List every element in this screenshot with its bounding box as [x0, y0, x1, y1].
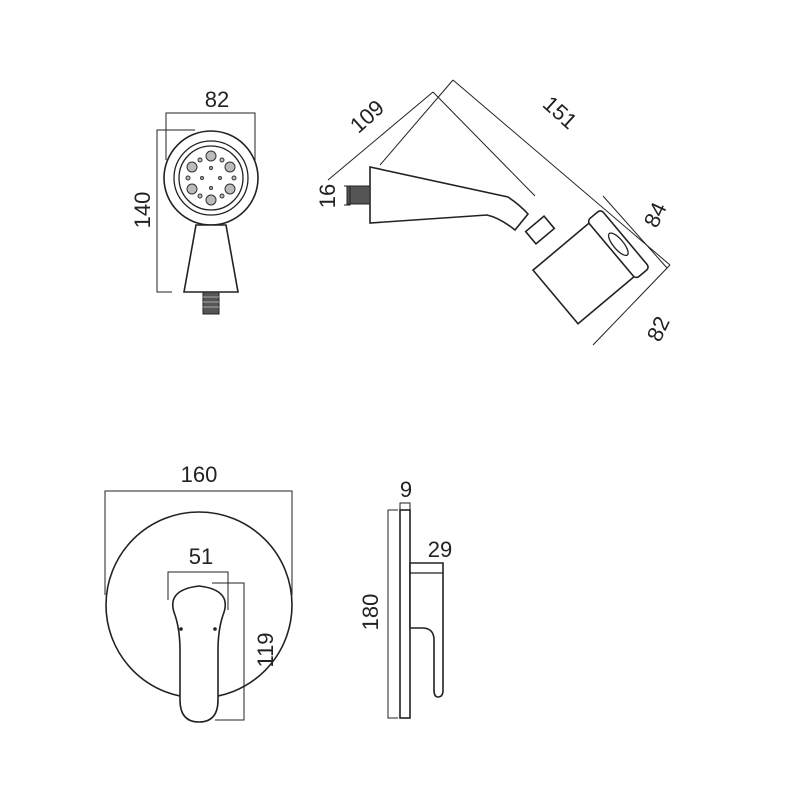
dim-width-82: 82	[205, 87, 229, 112]
dim-handle-119: 119	[253, 632, 278, 667]
dim-inlet-16: 16	[315, 184, 340, 208]
threaded-connector	[202, 291, 220, 315]
dim-length-151: 151	[538, 91, 582, 134]
shower-head-body	[531, 210, 649, 325]
nozzle-ring	[185, 150, 237, 206]
dim-depth-29: 29	[428, 537, 452, 562]
dim-width-82-side: 82	[642, 312, 675, 345]
dim-height-140: 140	[130, 192, 155, 229]
shower-head-side-view: 16 109 151 84 82	[315, 79, 675, 346]
valve-side-view: 180 9 29	[358, 477, 452, 719]
dim-thickness-9: 9	[400, 477, 412, 502]
dim-plate-160: 160	[181, 462, 218, 487]
dim-handle-51: 51	[189, 544, 213, 569]
valve-front-view: 160 51 119	[104, 462, 293, 723]
dim-arm-109: 109	[345, 95, 389, 138]
dim-height-180: 180	[358, 594, 383, 631]
shower-head-front-view: 82 140	[130, 87, 259, 315]
dim-depth-84: 84	[639, 198, 672, 231]
